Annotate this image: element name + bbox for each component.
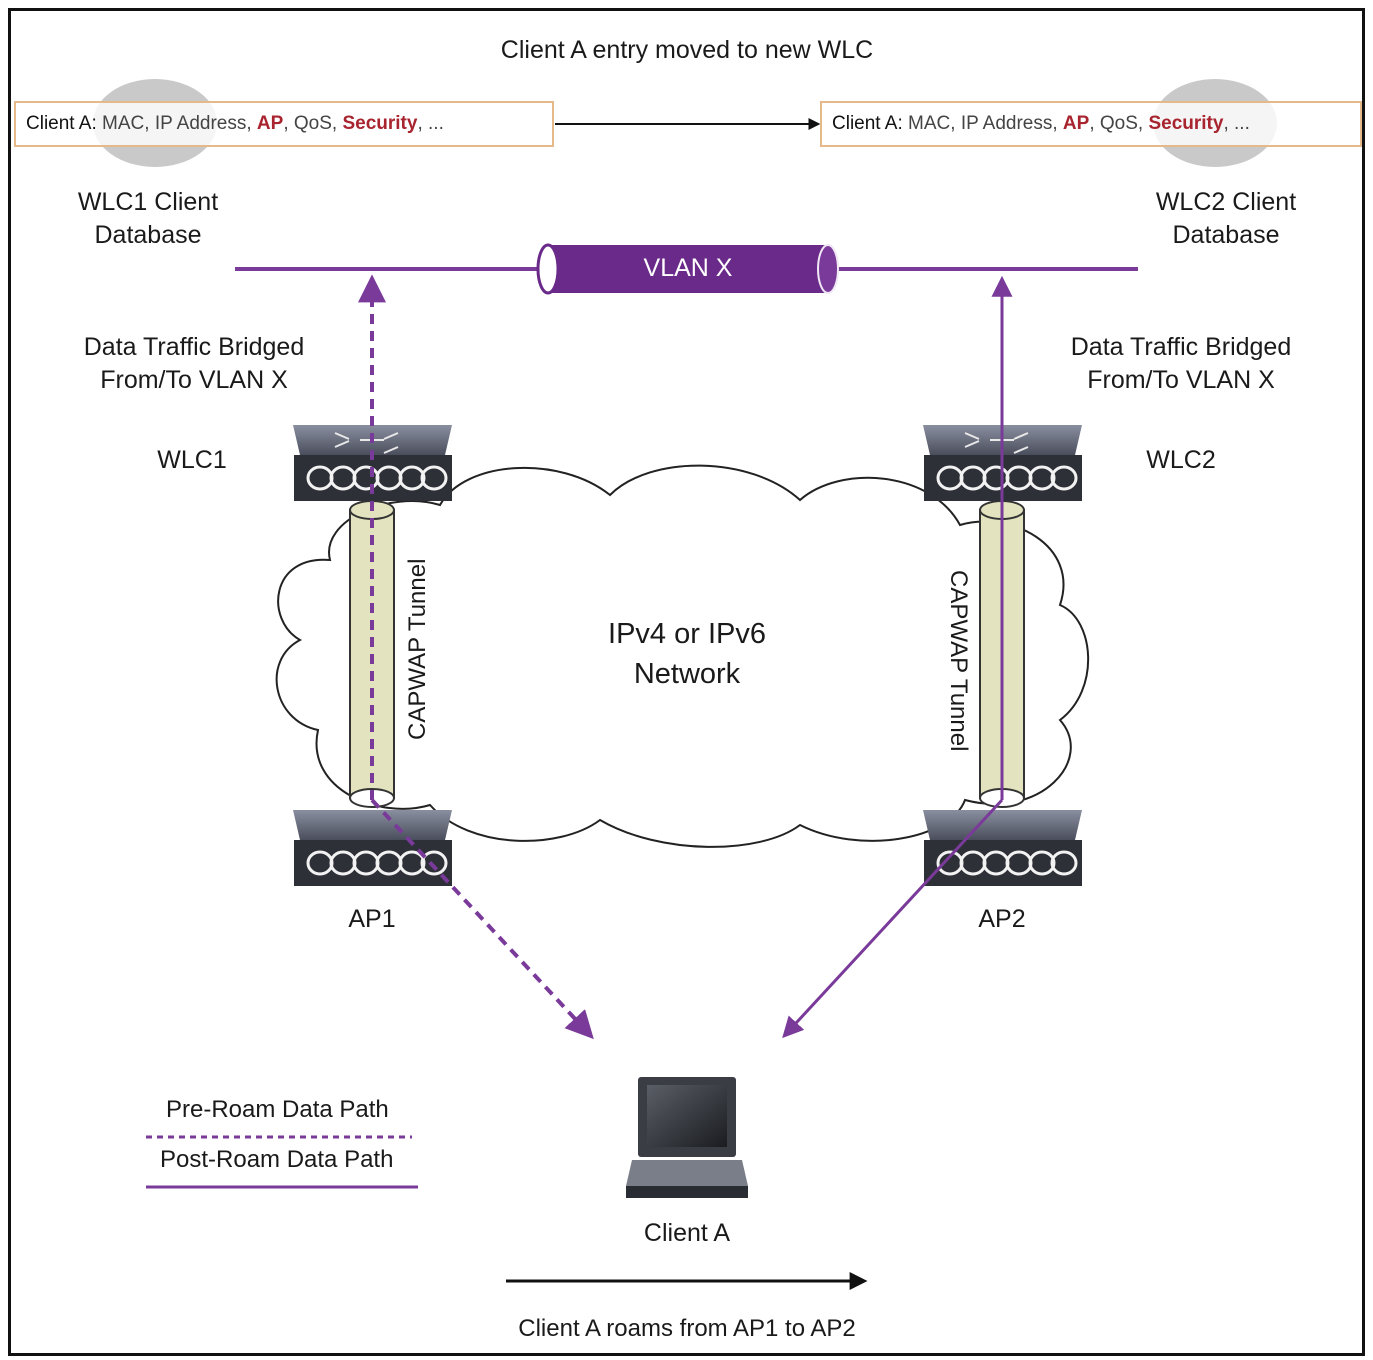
client-entry-field: AP — [256, 113, 284, 134]
client-entry-field: MAC, IP Address, — [96, 113, 257, 134]
network-label: IPv4 or IPv6 Network — [537, 614, 837, 694]
network-line-2: Network — [633, 658, 741, 690]
bridged-left-line-1: Data Traffic Bridged — [83, 333, 305, 361]
bridged-label-right: Data Traffic Bridged From/To VLAN X — [1051, 331, 1311, 397]
client-entry-field: , QoS, — [1089, 113, 1149, 134]
bridged-right-line-2: From/To VLAN X — [1087, 366, 1275, 394]
network-cloud — [275, 464, 1090, 848]
client-entry-field: , QoS, — [283, 113, 343, 134]
client-entry-field: , ... — [1223, 113, 1250, 134]
network-line-1: IPv4 or IPv6 — [608, 618, 766, 650]
pre-roam-path-to-client — [370, 798, 594, 1040]
post-roam-path-to-client — [782, 798, 1004, 1039]
client-entry-field: Security — [1148, 113, 1224, 134]
wlc1-client-entry: Client A: MAC, IP Address, AP, QoS, Secu… — [14, 101, 554, 147]
client-entry-field: AP — [1062, 113, 1090, 134]
wlc2-database-line-1: WLC2 Client — [1155, 188, 1297, 216]
roam-caption: Client A roams from AP1 to AP2 — [518, 1315, 856, 1342]
wlc1-database-label: WLC1 Client Database — [48, 186, 248, 252]
client-laptop-icon — [626, 1077, 748, 1198]
vlan-label: VLAN X — [643, 254, 733, 282]
client-label: Client A — [643, 1219, 731, 1247]
capwap-tunnel-left-label: CAPWAP Tunnel — [404, 558, 431, 740]
wlc2-database-label: WLC2 Client Database — [1126, 186, 1326, 252]
diagram-frame — [8, 8, 1365, 1356]
bridged-left-line-2: From/To VLAN X — [100, 366, 288, 394]
wlc1-database-line-1: WLC1 Client — [77, 188, 219, 216]
client-entry-field: Security — [342, 113, 418, 134]
bridged-label-left: Data Traffic Bridged From/To VLAN X — [64, 331, 324, 397]
wlc2-client-entry: Client A: MAC, IP Address, AP, QoS, Secu… — [820, 101, 1362, 147]
capwap-tunnel-right-label: CAPWAP Tunnel — [945, 570, 972, 752]
legend-post-roam-label: Post-Roam Data Path — [160, 1146, 394, 1173]
client-entry-prefix: Client A: — [26, 113, 97, 134]
client-entry-prefix: Client A: — [832, 113, 903, 134]
wlc1-label: WLC1 — [157, 446, 227, 474]
wlc1-database-line-2: Database — [94, 221, 202, 249]
ap1-label: AP1 — [348, 905, 396, 933]
bridged-right-line-1: Data Traffic Bridged — [1070, 333, 1292, 361]
client-entry-field: MAC, IP Address, — [902, 113, 1063, 134]
client-entry-field: , ... — [417, 113, 444, 134]
ap2-label: AP2 — [978, 905, 1026, 933]
ap2-device — [923, 810, 1082, 886]
wlc2-database-line-2: Database — [1172, 221, 1280, 249]
ap1-device — [293, 810, 452, 886]
wlc2-label: WLC2 — [1146, 446, 1216, 474]
vlan-pipe — [536, 243, 839, 295]
legend-pre-roam-label: Pre-Roam Data Path — [166, 1096, 389, 1123]
diagram-title: Client A entry moved to new WLC — [500, 36, 874, 64]
